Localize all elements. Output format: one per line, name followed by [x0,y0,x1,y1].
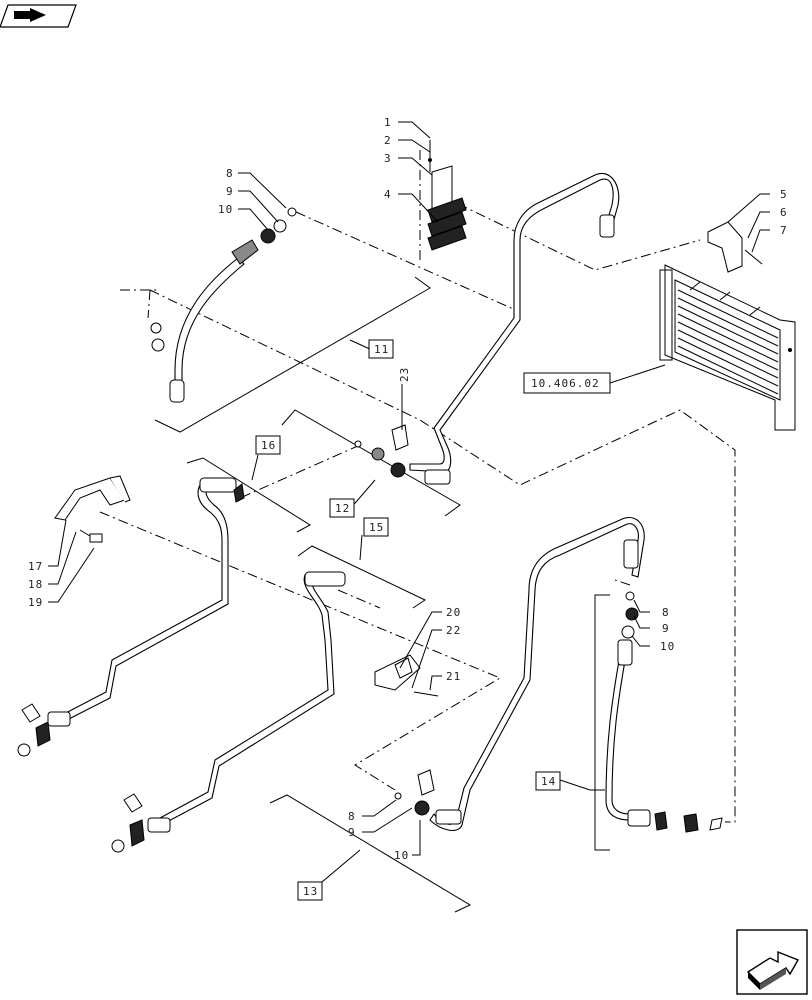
pipe-16 [17,477,245,757]
clamp-bracket [427,140,467,251]
bracket-20 [374,654,439,697]
callout-7: 7 [780,224,788,237]
box-14[interactable]: 14 [541,775,556,788]
callout-2: 2 [384,134,392,147]
callout-4: 4 [384,188,392,201]
bracket-17 [54,475,131,543]
box-15[interactable]: 15 [369,521,384,534]
arrow-forward-icon[interactable] [736,929,808,995]
boxed-labels: 11 12 13 14 15 16 10.406.02 [255,339,611,901]
callout-10-bottom: 10 [394,849,409,862]
callout-labels: 1 2 3 4 5 6 7 8 9 10 8 9 10 8 9 10 17 18… [28,116,788,862]
callout-5: 5 [780,188,788,201]
callout-8-right: 8 [662,606,670,619]
box-16[interactable]: 16 [261,439,276,452]
callout-22: 22 [446,624,461,637]
pipe-13 [394,517,645,831]
box-12[interactable]: 12 [335,502,350,515]
callout-10-top: 10 [218,203,233,216]
callout-23: 23 [398,367,411,382]
callout-8-bottom: 8 [348,810,356,823]
pipe-12 [354,172,620,485]
callout-17: 17 [28,560,43,573]
box-13[interactable]: 13 [303,885,318,898]
callout-3: 3 [384,152,392,165]
bracket-5 [707,221,763,273]
callout-leaders [48,121,770,883]
callout-9-bottom: 9 [348,826,356,839]
box-ref-10-406-02[interactable]: 10.406.02 [531,377,600,390]
callout-6: 6 [780,206,788,219]
hose-14 [605,591,723,833]
callout-9-right: 9 [662,622,670,635]
callout-18: 18 [28,578,43,591]
callout-10-right: 10 [660,640,675,653]
callout-21: 21 [446,670,461,683]
callout-1: 1 [384,116,392,129]
callout-19: 19 [28,596,43,609]
center-lines [99,150,736,823]
hand-pointing-icon[interactable] [0,4,77,28]
box-11[interactable]: 11 [374,343,389,356]
callout-9-top: 9 [226,185,234,198]
radiator [659,264,796,431]
callout-20: 20 [446,606,461,619]
hose-11 [150,207,297,403]
pipe-15 [111,571,346,853]
callout-8-top: 8 [226,167,234,180]
